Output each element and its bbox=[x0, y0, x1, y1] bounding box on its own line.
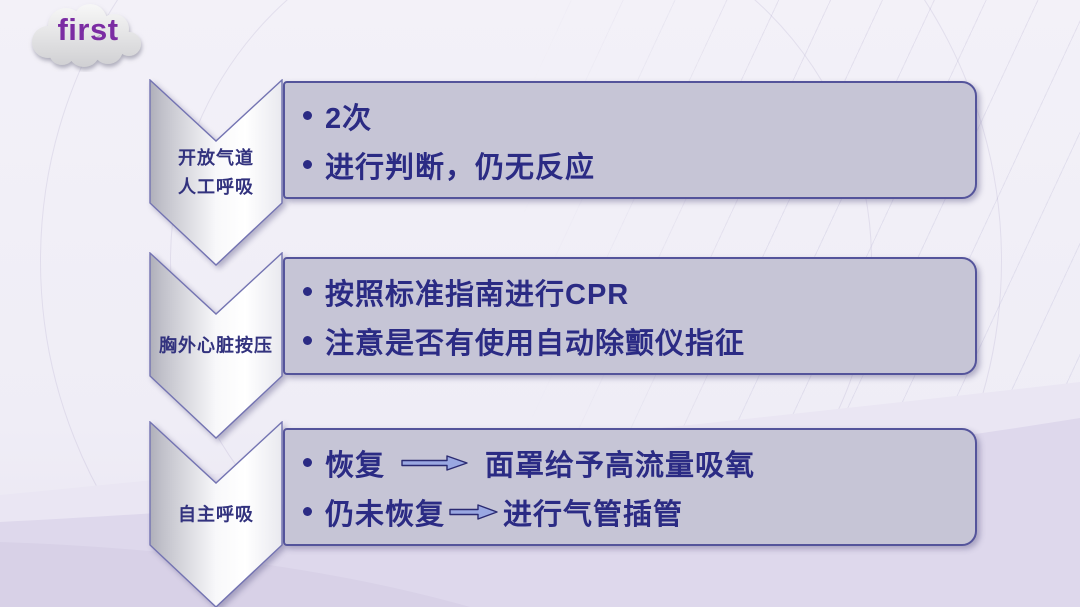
bullet-item: 注意是否有使用自动除颤仪指征 bbox=[303, 320, 975, 362]
bullet-item: 2次 bbox=[303, 95, 975, 137]
chevron-down-shape bbox=[149, 252, 283, 439]
arrow-right-icon bbox=[401, 454, 468, 471]
chevron-label-line: 人工呼吸 bbox=[178, 176, 254, 197]
bullet-item: 恢复 面罩给予高流量吸氧 bbox=[303, 442, 975, 484]
bullet-text: 注意是否有使用自动除颤仪指征 bbox=[325, 327, 746, 360]
bullet-text: 2次 bbox=[325, 102, 373, 135]
bullet-text: 恢复 bbox=[325, 449, 386, 482]
arrow-right-icon bbox=[449, 503, 498, 520]
chevron-down-shape bbox=[149, 79, 283, 266]
bullet-text: 进行气管插管 bbox=[503, 498, 684, 531]
bullet-dot bbox=[303, 160, 312, 169]
bullet-dot bbox=[303, 507, 312, 516]
chevron-step-2: 胸外心脏按压 bbox=[149, 252, 283, 439]
step-detail-box-1: 2次 进行判断，仍无反应 bbox=[283, 81, 977, 199]
badge-label: first bbox=[57, 12, 119, 47]
bullet-dot bbox=[303, 287, 312, 296]
cloud-icon bbox=[32, 4, 141, 67]
chevron-label-line: 自主呼吸 bbox=[178, 504, 254, 524]
chevron-label: 自主呼吸 bbox=[149, 500, 283, 529]
bullet-item: 按照标准指南进行CPR bbox=[303, 271, 975, 313]
chevron-label: 开放气道 人工呼吸 bbox=[149, 144, 283, 202]
bullet-dot bbox=[303, 111, 312, 120]
chevron-label-line: 胸外心脏按压 bbox=[159, 335, 273, 355]
chevron-label-line: 开放气道 bbox=[178, 147, 254, 168]
bullet-item: 仍未恢复 进行气管插管 bbox=[303, 491, 975, 533]
bullet-text: 仍未恢复 bbox=[325, 498, 446, 531]
chevron-step-3: 自主呼吸 bbox=[149, 421, 283, 607]
bullet-text: 面罩给予高流量吸氧 bbox=[485, 449, 756, 482]
chevron-down-shape bbox=[149, 421, 283, 607]
bullet-dot bbox=[303, 458, 312, 467]
bullet-item: 进行判断，仍无反应 bbox=[303, 144, 975, 186]
chevron-label: 胸外心脏按压 bbox=[149, 331, 283, 360]
chevron-step-1: 开放气道 人工呼吸 bbox=[149, 79, 283, 266]
bullet-text: 进行判断，仍无反应 bbox=[325, 151, 596, 184]
bullet-text: 按照标准指南进行CPR bbox=[325, 278, 630, 311]
cloud-badge: first bbox=[24, 2, 152, 72]
step-detail-box-3: 恢复 面罩给予高流量吸氧 仍未恢复 进行气管插管 bbox=[283, 428, 977, 546]
bullet-dot bbox=[303, 336, 312, 345]
step-detail-box-2: 按照标准指南进行CPR 注意是否有使用自动除颤仪指征 bbox=[283, 257, 977, 375]
